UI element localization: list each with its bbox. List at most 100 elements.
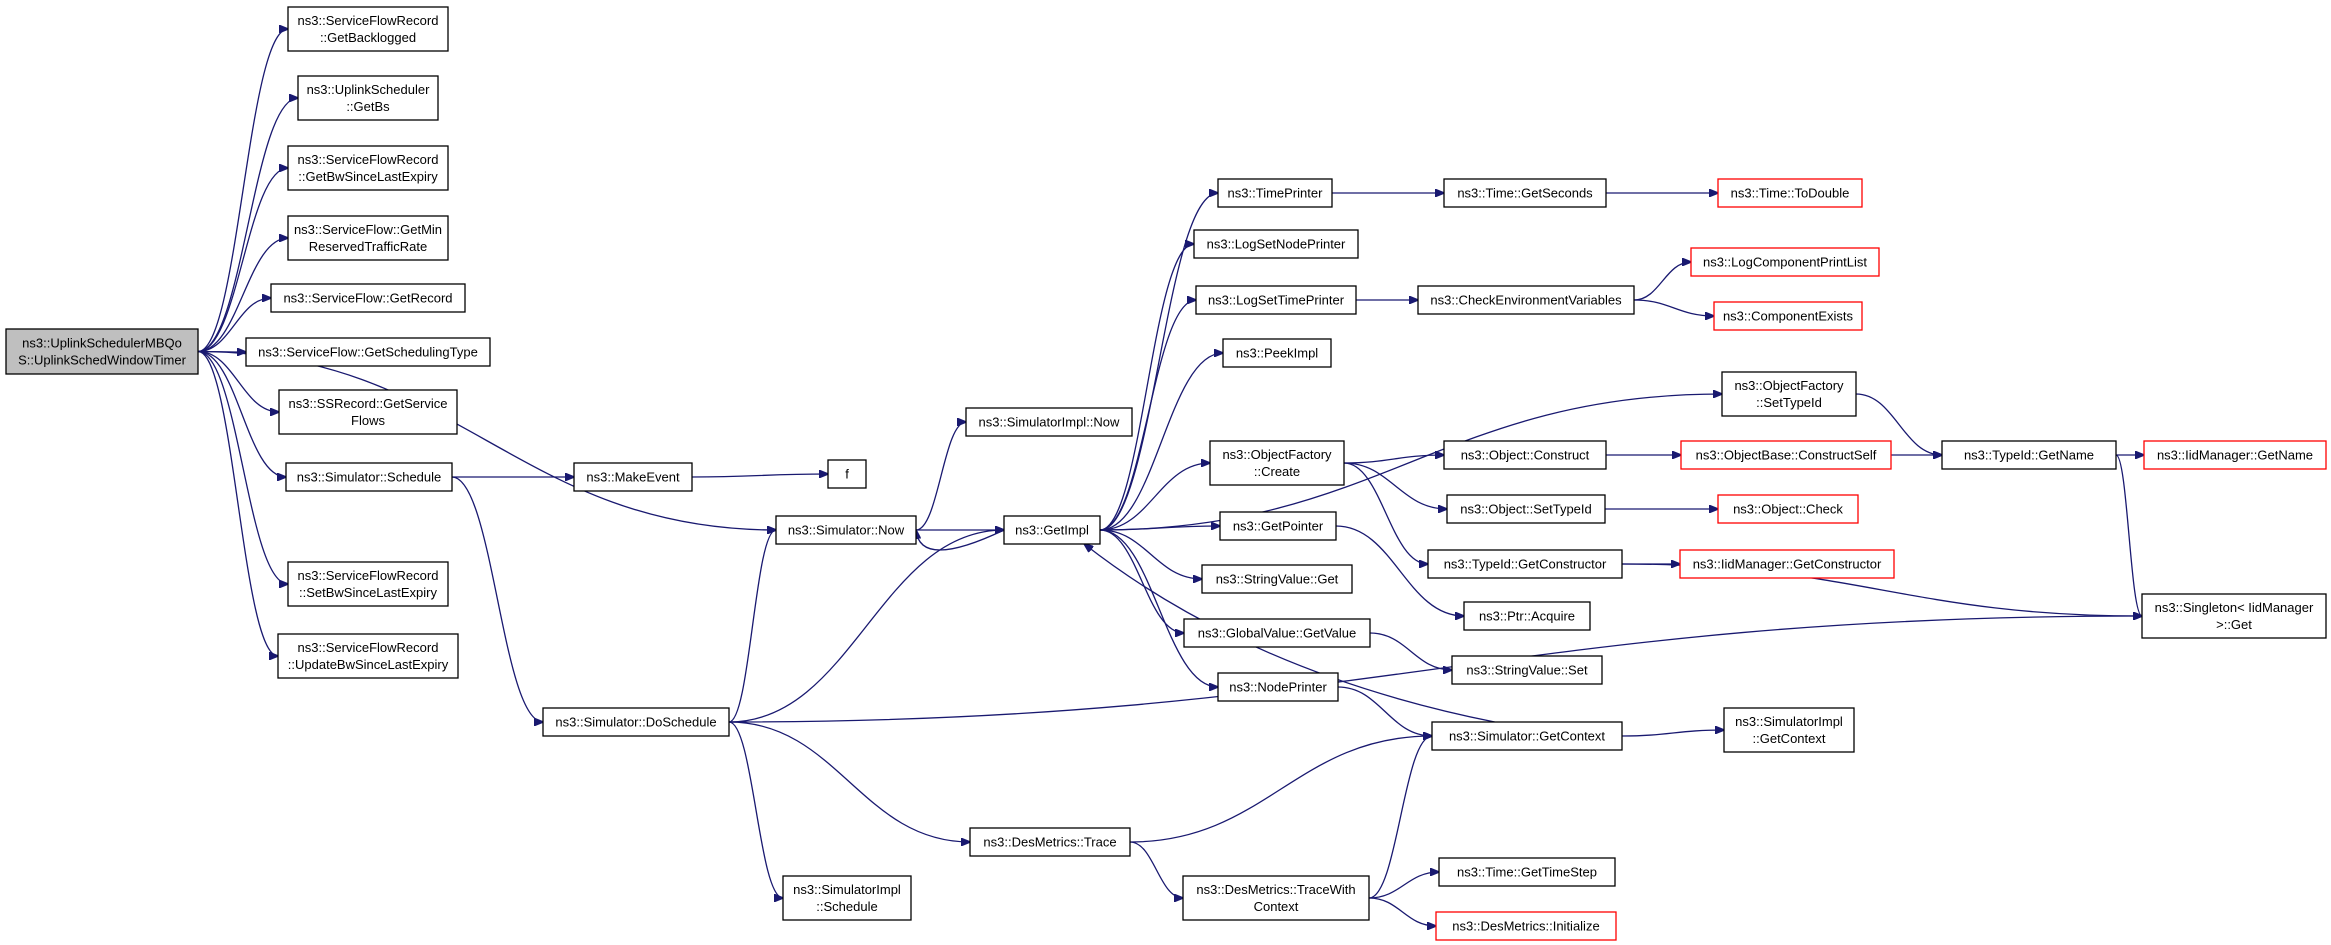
edge-checkEnv-to-logCompList	[1633, 262, 1691, 301]
node-ptrAcquire[interactable]: ns3::Ptr::Acquire	[1463, 601, 1591, 631]
node-desTrace[interactable]: ns3::DesMetrics::Trace	[969, 827, 1131, 857]
edge-getContext-to-getImpl	[1084, 544, 1495, 723]
edge-root-to-getBwSince	[197, 168, 288, 353]
node-box	[287, 561, 449, 607]
node-checkEnv[interactable]: ns3::CheckEnvironmentVariables	[1417, 285, 1635, 315]
node-label: ns3::Simulator::GetContext	[1449, 729, 1605, 744]
node-setBwSince[interactable]: ns3::ServiceFlowRecord::SetBwSinceLastEx…	[287, 561, 449, 607]
node-getMinRes[interactable]: ns3::ServiceFlow::GetMinReservedTrafficR…	[287, 215, 449, 261]
node-label: ns3::GetPointer	[1233, 519, 1324, 534]
edge-getImpl-to-logSetTime	[1099, 300, 1196, 531]
node-schedule[interactable]: ns3::Simulator::Schedule	[285, 462, 453, 492]
edge-getImpl-to-ofSetTypeId	[1099, 394, 1722, 531]
node-singletonGet[interactable]: ns3::Singleton< IidManager>::Get	[2141, 593, 2327, 639]
node-getBs[interactable]: ns3::UplinkScheduler::GetBs	[297, 75, 439, 121]
node-getConstructor[interactable]: ns3::TypeId::GetConstructor	[1427, 549, 1623, 579]
node-implGetContext[interactable]: ns3::SimulatorImpl::GetContext	[1723, 707, 1855, 753]
edge-line	[1099, 244, 1194, 531]
node-f[interactable]: f	[827, 459, 867, 489]
node-label: ns3::TimePrinter	[1228, 186, 1324, 201]
node-iidGetName[interactable]: ns3::IidManager::GetName	[2143, 440, 2327, 470]
node-box	[1217, 672, 1339, 702]
edge-getImpl-to-ofCreate	[1099, 463, 1210, 531]
node-getTimeStep[interactable]: ns3::Time::GetTimeStep	[1438, 857, 1616, 887]
edge-line	[728, 721, 783, 898]
node-nodePrinter[interactable]: ns3::NodePrinter	[1217, 672, 1339, 702]
node-box	[297, 75, 439, 121]
node-ofSetTypeId[interactable]: ns3::ObjectFactory::SetTypeId	[1721, 371, 1857, 417]
node-label: ns3::MakeEvent	[586, 470, 680, 485]
node-label: ns3::DesMetrics::Trace	[983, 835, 1116, 850]
edge-doSchedule-to-desTrace	[728, 721, 970, 842]
node-getSchedType[interactable]: ns3::ServiceFlow::GetSchedulingType	[245, 337, 491, 367]
node-getContext[interactable]: ns3::Simulator::GetContext	[1431, 721, 1623, 751]
edge-root-to-updateBwSince	[197, 350, 278, 657]
node-svSet[interactable]: ns3::StringValue::Set	[1451, 655, 1603, 685]
node-implSchedule[interactable]: ns3::SimulatorImpl::Schedule	[782, 875, 912, 921]
node-updateBwSince[interactable]: ns3::ServiceFlowRecord::UpdateBwSinceLas…	[277, 633, 459, 679]
node-timePrinter[interactable]: ns3::TimePrinter	[1217, 178, 1333, 208]
edge-root-to-now	[197, 350, 776, 531]
node-now[interactable]: ns3::Simulator::Now	[775, 515, 917, 545]
node-label: ns3::Time::GetSeconds	[1457, 186, 1593, 201]
edge-line	[1343, 455, 1444, 464]
node-objCheck[interactable]: ns3::Object::Check	[1717, 494, 1859, 524]
node-typeIdGetName[interactable]: ns3::TypeId::GetName	[1941, 440, 2117, 470]
edge-line	[1368, 897, 1436, 926]
node-box	[827, 459, 867, 489]
edge-line	[1099, 394, 1722, 531]
node-label: ns3::UplinkSchedulerMBQo	[22, 336, 182, 351]
edge-line	[1369, 632, 1452, 670]
node-objConstruct[interactable]: ns3::Object::Construct	[1443, 440, 1607, 470]
node-label: ns3::NodePrinter	[1229, 680, 1327, 695]
node-getRecord[interactable]: ns3::ServiceFlow::GetRecord	[270, 283, 466, 313]
edge-line	[728, 530, 1004, 723]
node-logSetNode[interactable]: ns3::LogSetNodePrinter	[1193, 229, 1359, 259]
node-label: Flows	[351, 413, 385, 428]
node-label: ns3::StringValue::Set	[1466, 663, 1588, 678]
node-box	[969, 827, 1131, 857]
node-getSeconds[interactable]: ns3::Time::GetSeconds	[1443, 178, 1607, 208]
node-box	[5, 328, 199, 375]
node-root[interactable]: ns3::UplinkSchedulerMBQoS::UplinkSchedWi…	[5, 328, 199, 375]
node-box	[1679, 549, 1895, 579]
edge-ofCreate-to-objSetTypeId	[1343, 462, 1447, 509]
edge-line	[197, 350, 286, 478]
node-logCompList[interactable]: ns3::LogComponentPrintList	[1690, 247, 1880, 277]
node-getImpl[interactable]: ns3::GetImpl	[1003, 515, 1101, 545]
node-logSetTime[interactable]: ns3::LogSetTimePrinter	[1195, 285, 1357, 315]
node-peekImpl[interactable]: ns3::PeekImpl	[1222, 338, 1332, 368]
node-box	[1443, 440, 1607, 470]
node-compExists[interactable]: ns3::ComponentExists	[1713, 301, 1863, 331]
nodes-layer: ns3::UplinkSchedulerMBQoS::UplinkSchedWi…	[5, 6, 2327, 941]
node-makeEvent[interactable]: ns3::MakeEvent	[573, 462, 693, 492]
node-getPointer[interactable]: ns3::GetPointer	[1219, 511, 1337, 541]
node-desInit[interactable]: ns3::DesMetrics::Initialize	[1435, 911, 1617, 941]
node-box	[1438, 857, 1616, 887]
node-iidGetCons[interactable]: ns3::IidManager::GetConstructor	[1679, 549, 1895, 579]
node-label: ns3::DesMetrics::Initialize	[1452, 919, 1599, 934]
node-ofCreate[interactable]: ns3::ObjectFactory::Create	[1209, 440, 1345, 486]
node-constructSelf[interactable]: ns3::ObjectBase::ConstructSelf	[1680, 440, 1892, 470]
node-label: ns3::UplinkScheduler	[307, 82, 431, 97]
edge-line	[915, 422, 966, 531]
node-doSchedule[interactable]: ns3::Simulator::DoSchedule	[542, 707, 730, 737]
node-box	[1680, 440, 1892, 470]
node-implNow[interactable]: ns3::SimulatorImpl::Now	[965, 407, 1133, 437]
node-getBwSince[interactable]: ns3::ServiceFlowRecord::GetBwSinceLastEx…	[287, 145, 449, 191]
node-box	[1195, 285, 1357, 315]
node-getBacklogged[interactable]: ns3::ServiceFlowRecord::GetBacklogged	[287, 6, 449, 52]
node-svGet[interactable]: ns3::StringValue::Get	[1201, 564, 1353, 594]
node-objSetTypeId[interactable]: ns3::Object::SetTypeId	[1446, 494, 1606, 524]
node-box	[965, 407, 1133, 437]
edge-line	[197, 29, 288, 353]
node-label: ns3::DesMetrics::TraceWith	[1196, 882, 1355, 897]
edge-line	[1368, 736, 1432, 899]
edge-typeIdGetName-to-singletonGet	[2115, 454, 2142, 616]
node-toDouble[interactable]: ns3::Time::ToDouble	[1717, 178, 1863, 208]
node-gvGetValue[interactable]: ns3::GlobalValue::GetValue	[1183, 618, 1371, 648]
edge-getImpl-to-svGet	[1099, 529, 1202, 579]
node-box	[1427, 549, 1623, 579]
